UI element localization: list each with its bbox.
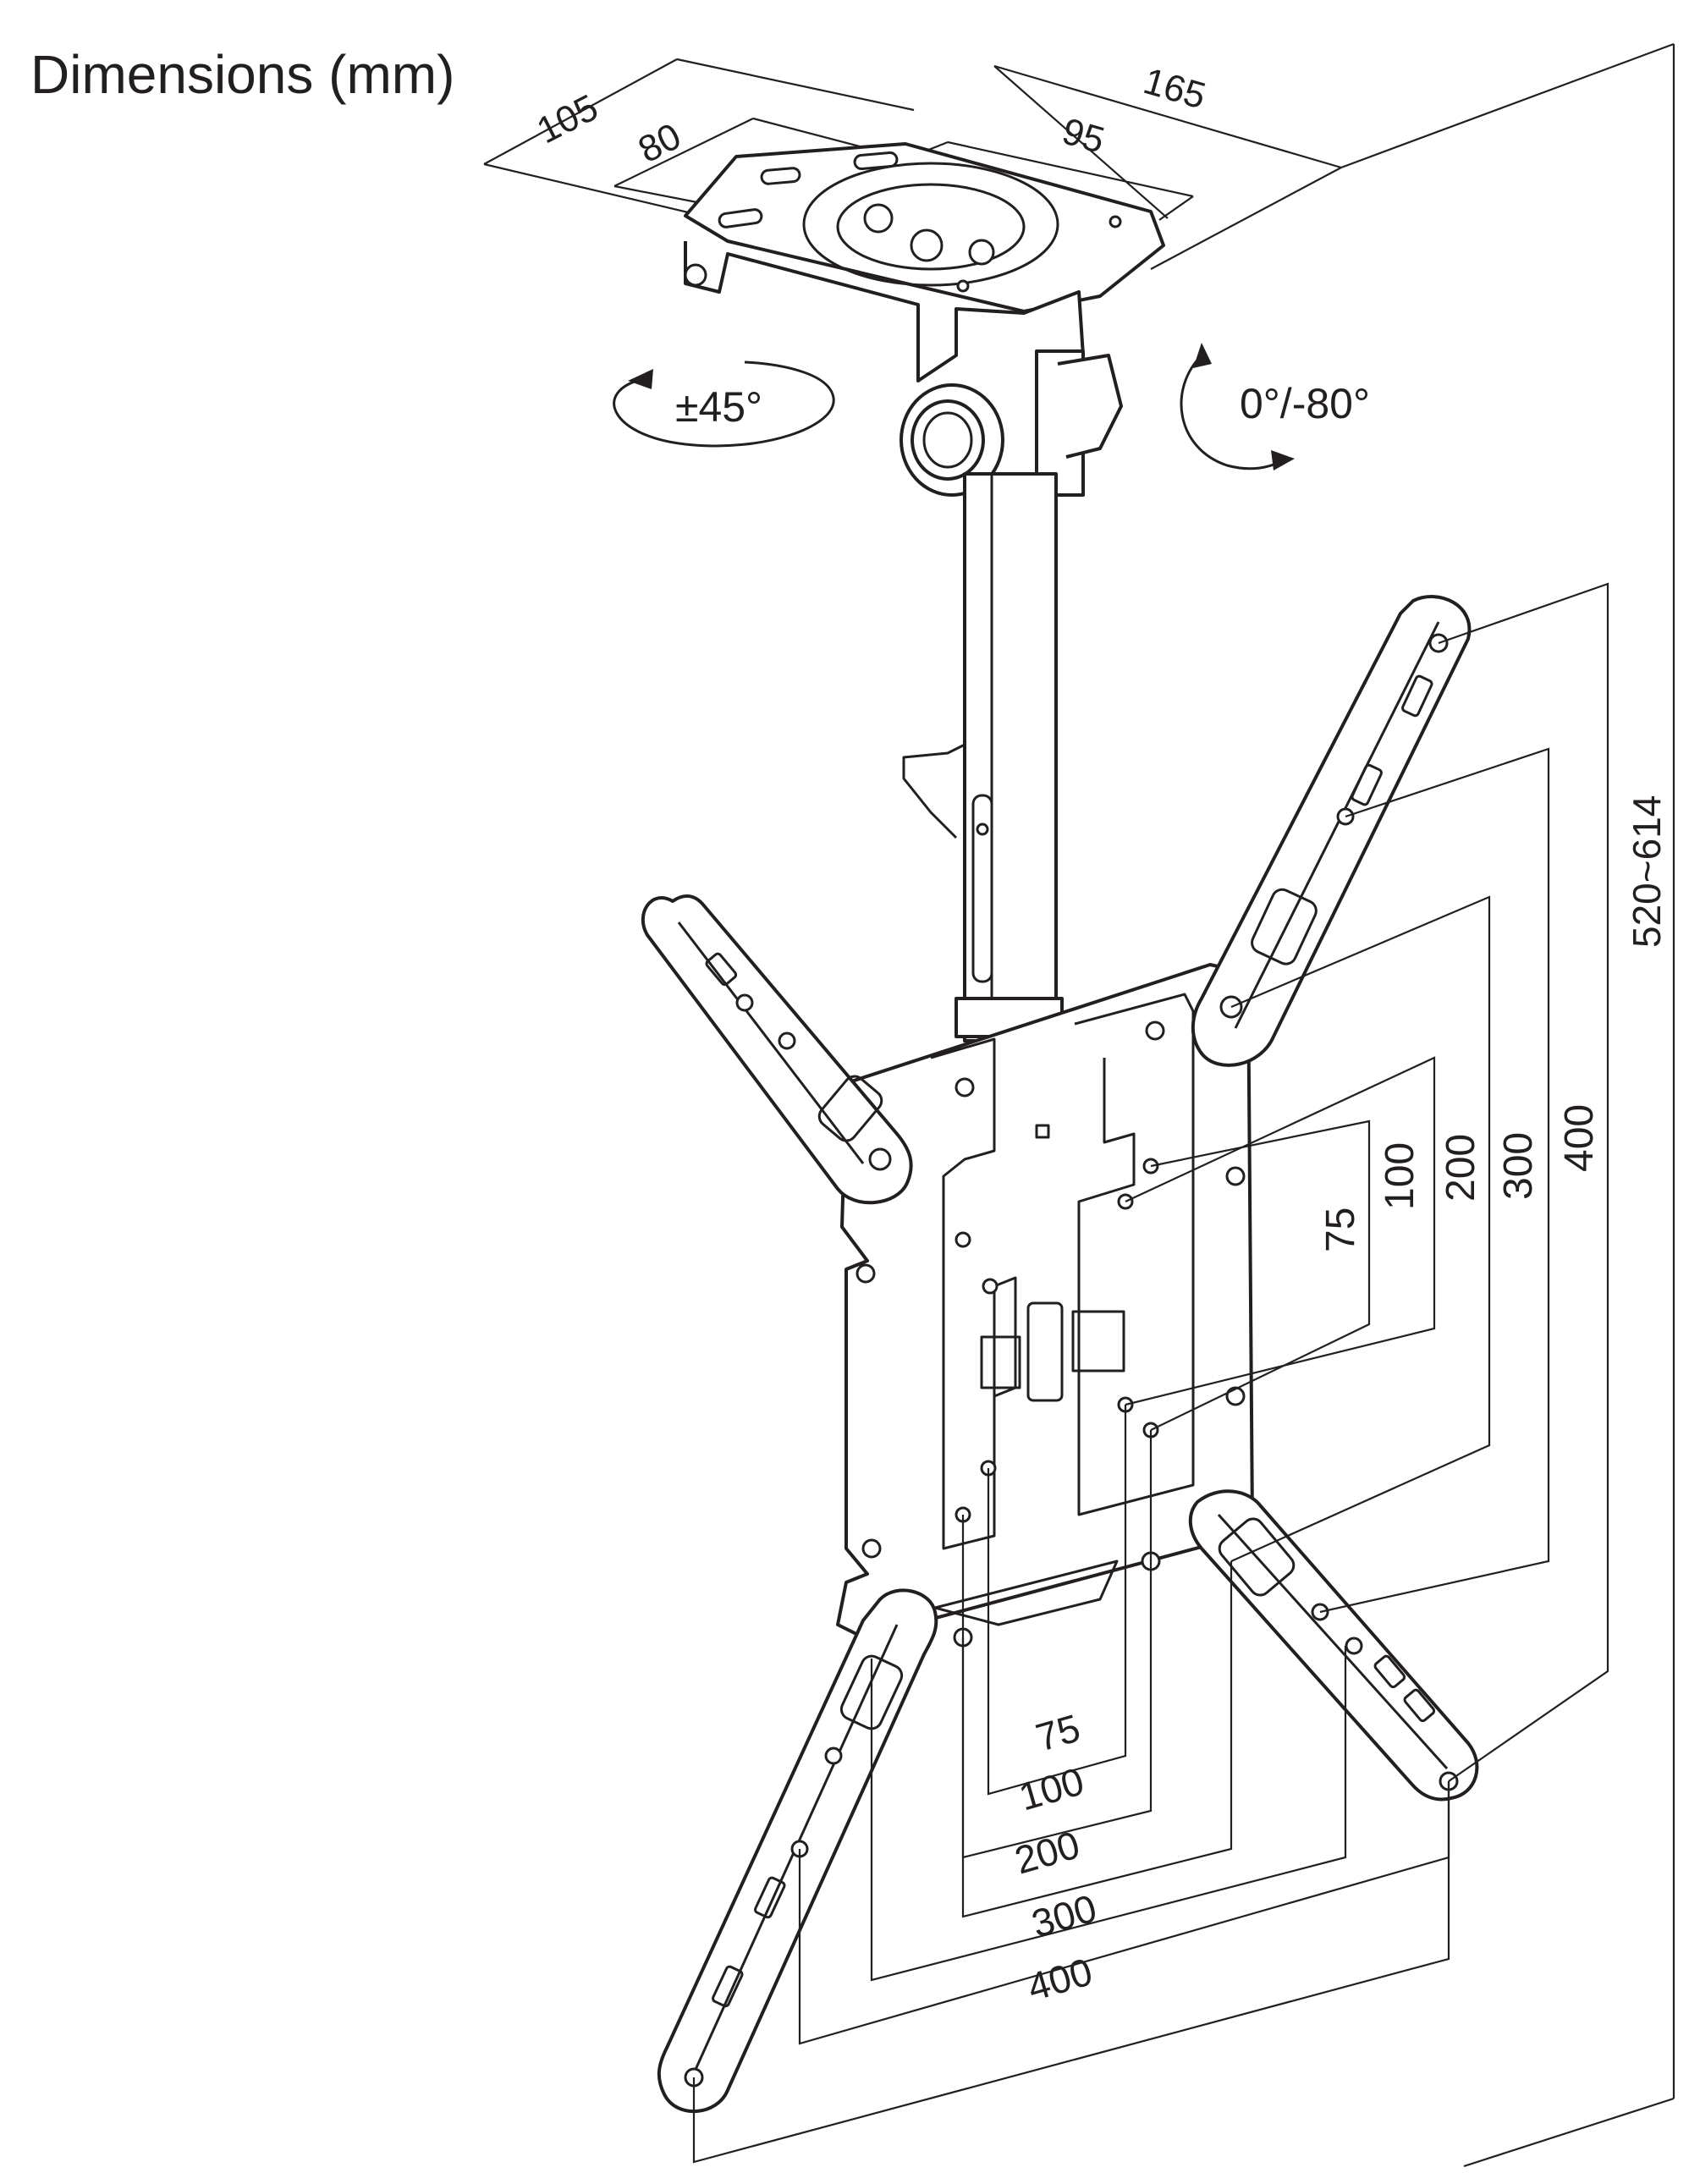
vesa-arm-lower-right <box>1188 1489 1479 1802</box>
vesa-arm-upper-right <box>1191 595 1472 1067</box>
arm-slot <box>754 1876 786 1919</box>
swivel-label: ±45° <box>675 383 762 431</box>
arm-slot <box>1403 1688 1436 1723</box>
dim-ext-height-top <box>1340 42 1675 169</box>
plate-slot <box>853 151 899 170</box>
vesa-plate-square-hole <box>1035 1124 1050 1139</box>
dim-ext-165a <box>993 65 1169 219</box>
arm-slot <box>705 952 738 987</box>
dim-label-165: 165 <box>1139 60 1210 117</box>
arm-clamp <box>817 1075 883 1142</box>
vesa-vertical-label-100: 100 <box>1378 1142 1422 1210</box>
top-dimension-lines <box>483 58 1342 270</box>
tilt-label: 0°/-80° <box>1240 380 1370 427</box>
vesa-arm-lower-left <box>657 1588 938 2114</box>
vesa-horizontal-label-200: 200 <box>1010 1822 1084 1882</box>
height-dimension-lines <box>1340 42 1675 2168</box>
outer-pole <box>963 472 1058 1042</box>
vesa-plate-lock <box>980 1335 1021 1389</box>
vesa-plate-hook <box>1071 1310 1125 1373</box>
dim-label-80: 80 <box>632 115 688 171</box>
bracket-bolt <box>684 263 707 287</box>
arm-slot <box>1401 674 1433 718</box>
vesa-horizontal-label-75: 75 <box>1031 1706 1085 1760</box>
arm-slot <box>1351 763 1383 806</box>
dim-label-95: 95 <box>1058 110 1109 162</box>
dim-ext-105b <box>676 58 915 112</box>
vesa-vertical-label-75: 75 <box>1318 1208 1363 1252</box>
dim-label-105: 105 <box>531 86 605 151</box>
tilt-arrow-icon <box>1180 343 1295 470</box>
diagram-title: Dimensions (mm) <box>30 44 454 105</box>
dim-line-105 <box>483 58 678 165</box>
vesa-vertical-label-300: 300 <box>1496 1132 1541 1200</box>
dim-label-height: 520~614 <box>1625 795 1669 948</box>
plate-rotation-disc <box>802 162 1059 287</box>
arm-slot <box>712 1965 744 2008</box>
arm-clamp <box>1251 888 1318 965</box>
plate-slot <box>760 167 801 185</box>
dim-line-165 <box>993 64 1342 169</box>
plate-slot <box>718 208 763 228</box>
vesa-horizontal-label-300: 300 <box>1026 1885 1101 1945</box>
telescopic-pole <box>902 472 1064 1042</box>
dim-ext-105a <box>483 162 703 217</box>
vesa-horizontal-label-100: 100 <box>1014 1758 1088 1818</box>
dim-ext-95b <box>1158 195 1194 221</box>
dim-ext-165b <box>1150 167 1342 270</box>
plate-hole <box>956 279 970 293</box>
vesa-horizontal-label-400: 400 <box>1022 1949 1097 2009</box>
ceiling-plate <box>684 142 1165 382</box>
vesa-horizontal-dimension-lines <box>692 1405 1450 2164</box>
vesa-vertical-label-400: 400 <box>1557 1104 1602 1172</box>
tilt-knob-assembly <box>900 349 1123 497</box>
dim-line-95 <box>947 140 1194 198</box>
vesa-vertical-dimension-lines <box>1125 582 1609 1782</box>
dim-ext-height-bottom <box>1463 2097 1675 2168</box>
arm-slot <box>1373 1654 1406 1689</box>
vesa-plate-slot <box>1026 1301 1064 1402</box>
vesa-arm-upper-left <box>641 894 913 1205</box>
pole-adjust-slot <box>971 794 993 983</box>
plate-bolt <box>910 228 944 262</box>
vesa-plate <box>836 963 1254 1648</box>
vesa-vertical-label-200: 200 <box>1439 1134 1483 1202</box>
arm-clamp <box>839 1654 904 1730</box>
dim-line-80 <box>613 118 754 187</box>
swivel-arrow-icon <box>613 360 835 448</box>
plate-bolt <box>863 203 894 234</box>
plate-bolt <box>968 239 995 266</box>
plate-hole <box>1109 215 1122 228</box>
